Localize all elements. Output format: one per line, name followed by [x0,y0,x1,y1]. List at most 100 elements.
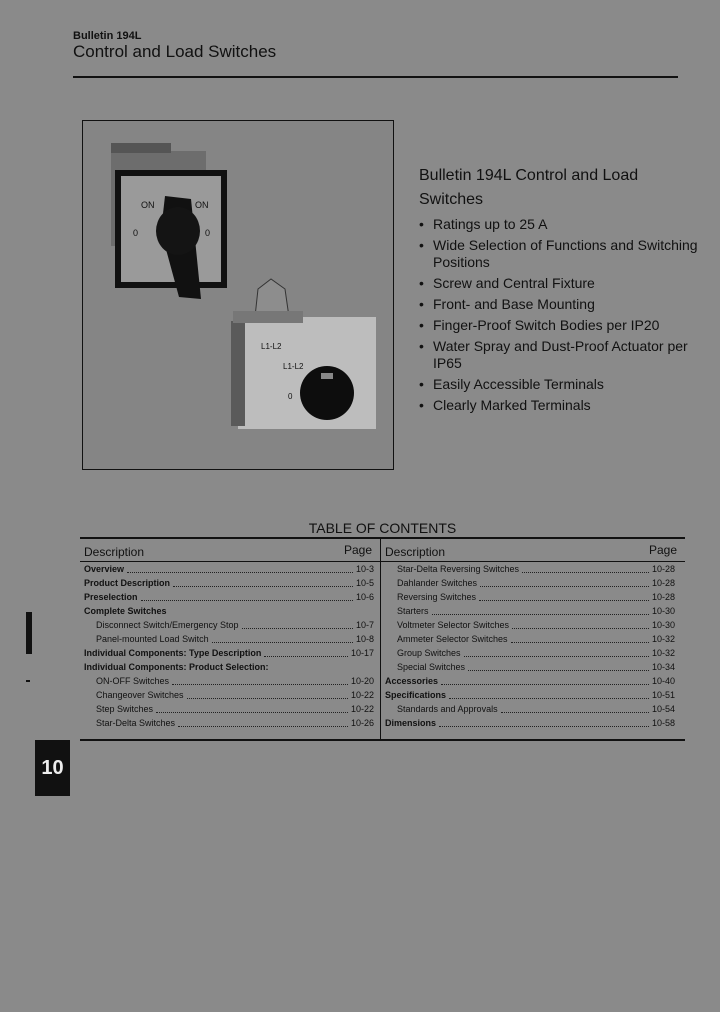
toc-row: Group Switches 10-32 [381,646,685,660]
feature-item: Water Spray and Dust-Proof Actuator per … [419,338,699,372]
toc-row: Voltmeter Selector Switches 10-30 [381,618,685,632]
feature-item: Ratings up to 25 A [419,216,699,233]
toc-header: Description Page [80,539,380,562]
toc-entry-page: 10-30 [651,620,675,630]
toc-row: Preselection 10-6 [80,590,380,604]
margin-mark [26,612,32,654]
toc-leader-dots [172,684,348,685]
toc-leader-dots [468,670,649,671]
feature-item: Finger-Proof Switch Bodies per IP20 [419,317,699,334]
toc-row: Dimensions 10-58 [381,716,685,730]
toc-entry-page: 10-5 [355,578,374,588]
toc-entry-label: Disconnect Switch/Emergency Stop [96,620,239,630]
toc-entry-label: Ammeter Selector Switches [397,634,508,644]
toc-row: Disconnect Switch/Emergency Stop 10-7 [80,618,380,632]
toc-leader-dots [463,656,649,657]
toc-entry-page: 10-6 [355,592,374,602]
toc-right-column: Description Page Star-Delta Reversing Sw… [381,539,685,739]
toc-leader-dots [441,684,649,685]
toc-entry-page: 10-58 [651,718,675,728]
toc-entry-label: Starters [397,606,429,616]
toc-entry-label: ON-OFF Switches [96,676,170,686]
toc-entry-label: Star-Delta Switches [96,718,176,728]
header-rule [73,76,678,78]
switch2-label-1: 0 [288,392,293,401]
toc-entry-label: Star-Delta Reversing Switches [397,564,520,574]
toc-entry-page: 10-51 [651,690,675,700]
toc-leader-dots [127,572,353,573]
switch1-label-0b: ON [195,200,209,210]
switch2-front [238,317,376,429]
toc-entry-page: 10-22 [350,690,374,700]
toc-header-description: Description [84,545,145,559]
toc-leader-dots [510,642,649,643]
toc-entry-page: 10-26 [350,718,374,728]
toc-entry-page: 10-30 [651,606,675,616]
switch1-label-1: 0 [133,228,138,238]
toc-entry-label: Specifications [385,690,447,700]
toc-leader-dots [449,698,649,699]
toc-entry-label: Overview [84,564,125,574]
toc-leader-dots [480,586,649,587]
toc-row: Star-Delta Reversing Switches 10-28 [381,562,685,576]
feature-title: Bulletin 194L Control and Load Switches [419,167,639,208]
toc-row: Overview 10-3 [80,562,380,576]
feature-list: Bulletin 194L Control and Load Switches … [419,164,699,418]
toc-row: Product Description 10-5 [80,576,380,590]
toc-leader-dots [439,726,649,727]
toc-entry-label: Standards and Approvals [397,704,498,714]
toc-entry-page: 10-17 [350,648,374,658]
toc-entry-label: Complete Switches [84,606,167,616]
toc-entry-page: 10-28 [651,578,675,588]
toc-leader-dots [512,628,649,629]
toc-header-description: Description [385,545,446,559]
toc-entry-label: Step Switches [96,704,154,714]
toc-leader-dots [211,642,353,643]
section-tab: 10 [35,740,70,796]
bulletin-label: Bulletin 194L [73,30,142,42]
toc-entry-label: Special Switches [397,662,466,672]
toc-leader-dots [186,698,348,699]
toc-leader-dots [156,712,348,713]
toc-header-page: Page [343,543,372,557]
toc-entry-label: Product Description [84,578,171,588]
feature-item: Screw and Central Fixture [419,275,699,292]
toc-entry-page: 10-20 [350,676,374,686]
toc-row: Complete Switches [80,604,380,618]
toc-entry-label: Panel-mounted Load Switch [96,634,209,644]
toc-entry-page: 10-8 [355,634,374,644]
switch1-label-1b: 0 [205,228,210,238]
toc-entry-page: 10-32 [651,634,675,644]
toc-leader-dots [522,572,649,573]
toc-entry-page: 10-32 [651,648,675,658]
margin-mark [26,680,30,682]
toc-entry-label: Dimensions [385,718,437,728]
toc-row: Starters 10-30 [381,604,685,618]
toc-entry-label: Dahlander Switches [397,578,478,588]
toc-row: Individual Components: Product Selection… [80,660,380,674]
toc-entry-page: 10-34 [651,662,675,672]
toc-row: Special Switches 10-34 [381,660,685,674]
feature-item: Easily Accessible Terminals [419,376,699,393]
switch2-label-0b: L1-L2 [283,362,304,371]
toc-leader-dots [479,600,649,601]
toc-entry-label: Reversing Switches [397,592,477,602]
toc-entry-page: 10-28 [651,564,675,574]
toc-entry-label: Preselection [84,592,138,602]
toc-entry-page: 10-7 [355,620,374,630]
toc-entry-label: Group Switches [397,648,461,658]
feature-item: Front- and Base Mounting [419,296,699,313]
toc-entry-label: Voltmeter Selector Switches [397,620,510,630]
toc-row: Panel-mounted Load Switch 10-8 [80,632,380,646]
toc-entry-label: Accessories [385,676,439,686]
switch2-knob [300,366,354,420]
toc-header: Description Page [381,539,685,562]
toc-entry-page: 10-3 [355,564,374,574]
